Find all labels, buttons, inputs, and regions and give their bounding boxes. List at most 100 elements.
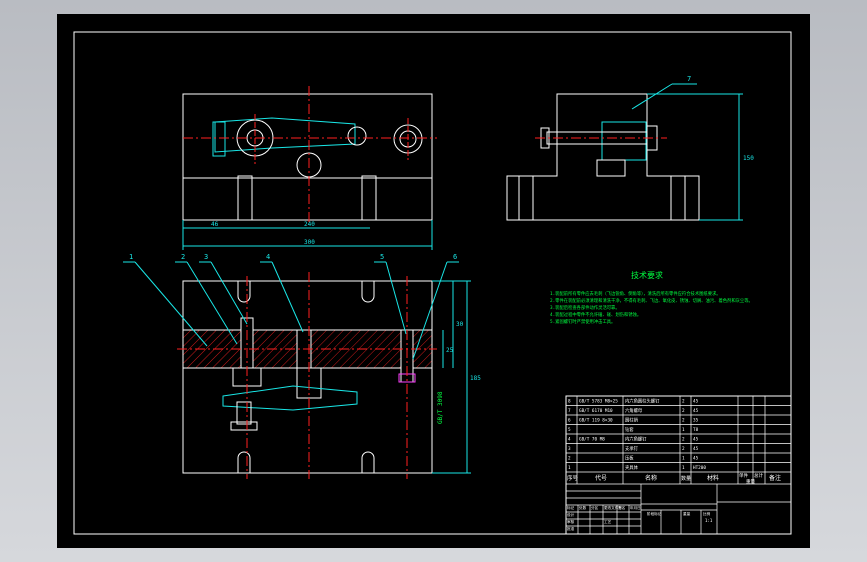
bom-header-unit-weight: 单件 [739,472,748,479]
bom-cell: 2 [682,437,685,443]
bom-header-total-weight: 总计 [754,472,763,479]
bom-cell: 2 [682,446,685,452]
bom-cell: 2 [682,399,685,405]
title-block-label: 设计 [567,512,575,517]
title-block-label: 更改文件号 [604,505,622,510]
bom-header-name: 名称 [645,474,657,482]
title-block-label: 标记 [567,505,575,510]
bom-outline [565,395,792,535]
front-lower-nut [230,421,258,431]
bom-cell: 45 [693,446,699,452]
bom-cell: 1 [682,427,685,433]
title-block-label: 处数 [579,505,587,510]
title-block-label: 阶段标记 [647,511,662,516]
technical-requirements: 技术要求 1.装配前所有零件应去毛刺（飞边锐角、倒角等），清洗后所有零件应符合技… [550,270,753,325]
part-number-2: 2 [181,253,185,261]
tech-req-line-2: 2.零件在装配前必须清理和清洗干净，不得有毛刺、飞边、氧化皮、锈蚀、切屑、油污、… [550,297,753,304]
title-block-label: 工艺 [604,519,612,524]
bom-header-code: 代号 [595,474,607,482]
bom-cell: GB/T 6170 M10 [579,408,613,414]
title-block-label: 批准 [567,526,575,531]
bom-cell: 压板 [625,455,634,462]
bom-cell: 35 [693,418,699,424]
bom-cell: 6 [568,418,571,424]
bom-cell: GB/T 5783 M8×25 [579,399,618,405]
drawing-border [73,31,792,535]
bom-header-material: 材料 [707,474,719,482]
bom-cell: 圆柱销 [625,417,639,424]
part-number-3: 3 [204,253,208,261]
clamp-handle [212,121,226,157]
bom-cell: 内六角圆柱头螺钉 [625,398,660,405]
bom-cell: 2 [568,456,571,462]
title-block-label: 比例 [703,511,711,516]
part-number-6: 6 [453,253,457,261]
dim-text-150: 150 [743,155,754,162]
dim-text-300: 300 [304,239,315,246]
title-block-label: 签名 [618,505,626,510]
top-view-slot-left [237,175,253,221]
side-note: GB/T 3098 [437,391,444,424]
bom-cell: 2 [682,408,685,414]
bom-header-weight: 重量 [746,478,755,485]
u-slot-top-left [237,281,251,303]
leader-7 [631,83,673,110]
bom-cell: 1 [682,465,685,471]
title-block-scale: 1:1 [705,518,713,523]
front-clamp-arm [222,385,358,411]
bom-cell: 支承钉 [625,445,639,452]
bom-header-remark: 备注 [769,474,781,482]
bom-cell: 2 [682,418,685,424]
u-slot-bottom-left [237,451,251,473]
side-support-block [596,159,626,177]
tech-req-title: 技术要求 [631,270,663,280]
title-block-label: 审核 [567,519,575,524]
top-view-outline [182,93,433,221]
leader-3 [210,261,248,325]
side-view-outline [506,93,700,221]
bom-cell: 45 [693,399,699,405]
front-view: 1 2 3 4 5 6 25 30 185 GB/T 3098 [123,253,481,479]
title-block-label: 重量 [683,511,691,516]
bom-cell: T8 [693,427,699,433]
bom-cell: 7 [568,408,571,414]
drawing-canvas[interactable]: 46 240 300 7 150 [57,14,810,548]
bom-cell: HT200 [693,465,706,471]
bom-cell: 4 [568,437,571,443]
leader-5 [385,261,407,335]
bom-cell: 8 [568,399,571,405]
bom-cell: 3 [568,446,571,452]
side-view: 7 150 [506,75,754,221]
side-view-slot-left [518,175,534,221]
bom-cell: 45 [693,437,699,443]
top-view: 46 240 300 [182,86,437,250]
bom-header-qty: 数量 [681,475,691,482]
bom-cell: 六角螺母 [625,407,643,414]
bom-header-no: 序号 [567,474,579,482]
tech-req-line-1: 1.装配前所有零件应去毛刺（飞边锐角、倒角等），清洗后所有零件应符合技术图纸要求… [550,290,721,297]
title-block-label: 年月日 [630,505,641,510]
bom-cell: GB/T 119 8×30 [579,418,613,424]
bom-cell: 45 [693,456,699,462]
front-lower-bolt [236,401,252,425]
part-number-5: 5 [380,253,384,261]
clamp-arm [214,117,356,153]
u-slot-top-right [361,281,375,303]
dim-text-30: 30 [456,321,464,328]
tech-req-line-4: 4.装配过程中零件不允许磕、碰、划伤和锈蚀。 [550,311,641,318]
leader-1 [134,261,208,347]
bom-cell: GB/T 70 M8 [579,437,605,443]
front-view-outline [182,280,433,474]
u-slot-bottom-right [361,451,375,473]
bom-cell: 5 [568,427,571,433]
part-number-1: 1 [129,253,133,261]
part-number-7: 7 [687,75,691,83]
dim-text-25: 25 [446,347,454,354]
part-number-4: 4 [266,253,270,261]
title-block-label: 分区 [591,505,599,510]
title-block: 标记处数分区更改文件号签名年月日设计审核 工艺批准 阶段标记 重量 比例 1:1 [566,484,791,534]
tech-req-line-5: 5.紧固螺钉时严禁使用冲击工具。 [550,318,615,325]
bom-cell: 内六角螺钉 [625,436,647,443]
drawing-svg: 46 240 300 7 150 [73,31,792,535]
